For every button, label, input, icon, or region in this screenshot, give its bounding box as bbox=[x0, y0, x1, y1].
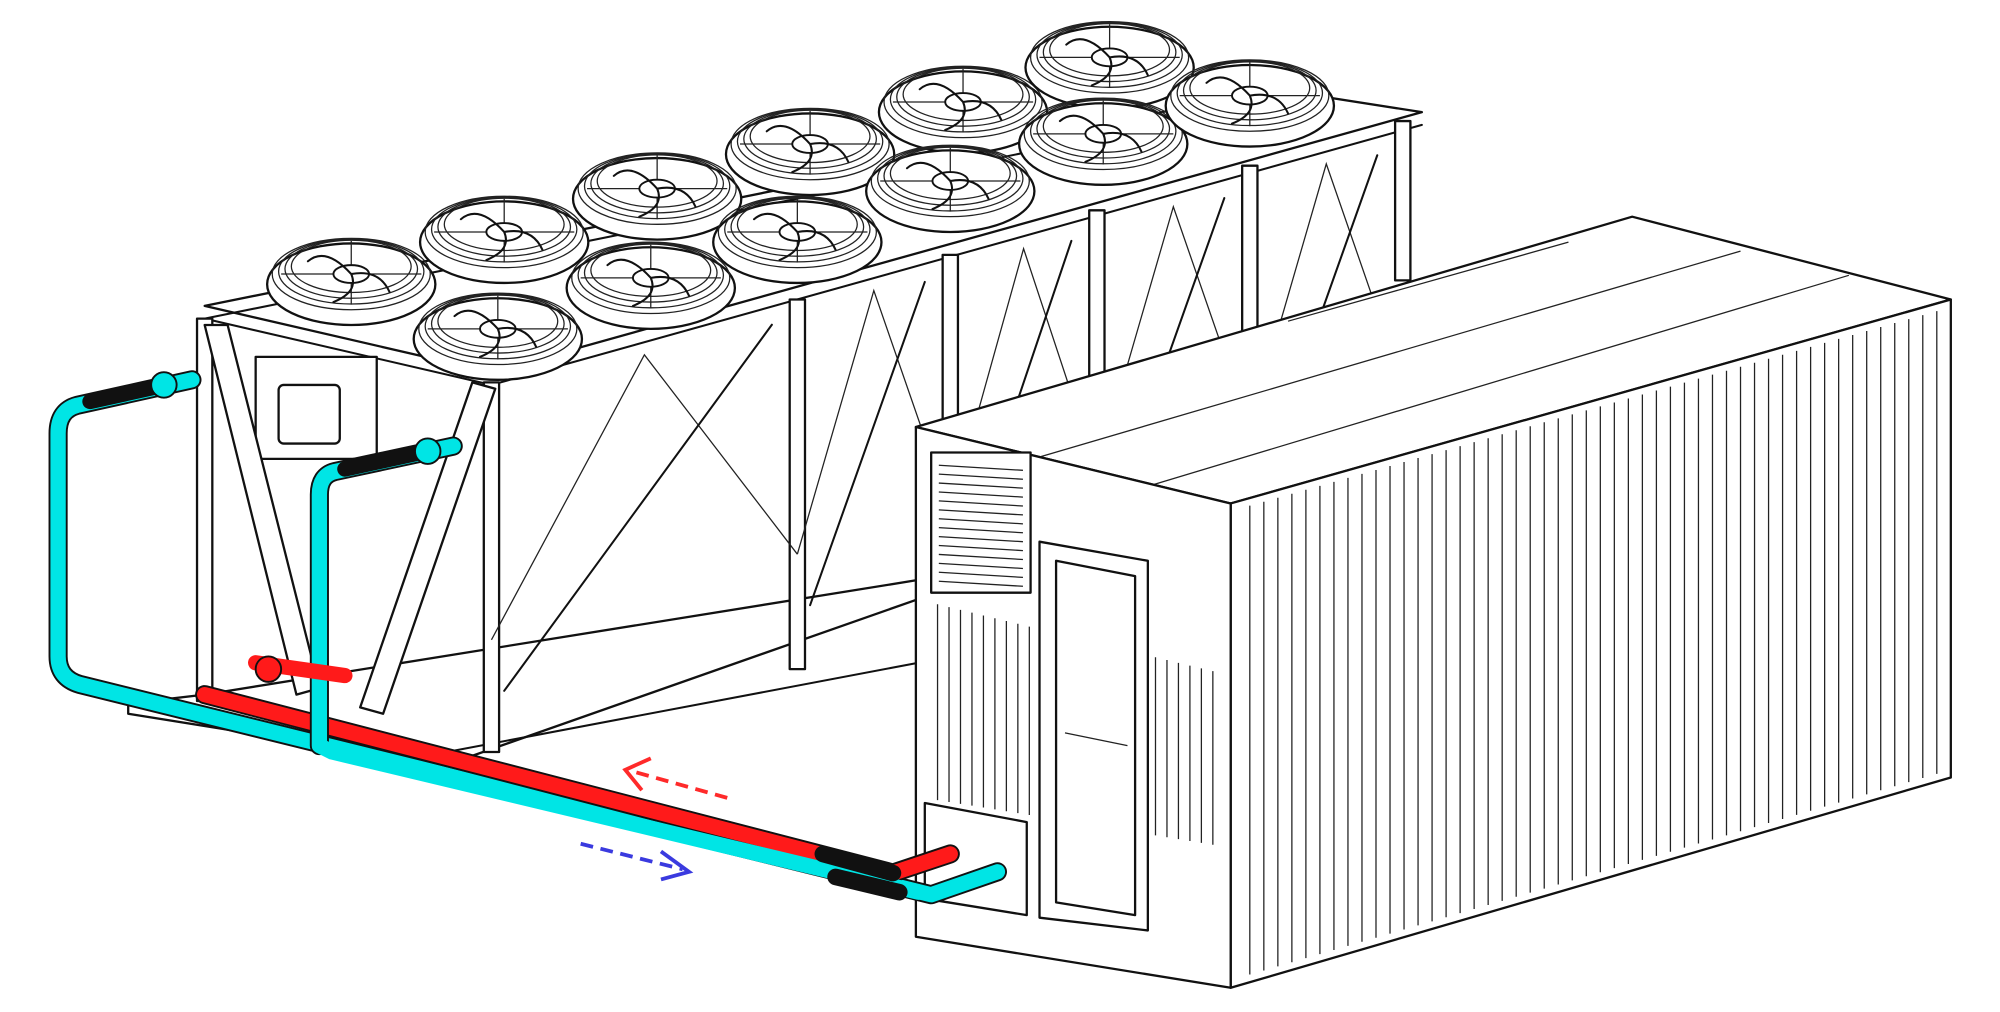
fan-icon bbox=[724, 107, 896, 197]
cooler-side-beam bbox=[203, 317, 493, 386]
louver-slat bbox=[938, 509, 1023, 516]
piping bbox=[48, 370, 1008, 905]
pipe-flange bbox=[254, 655, 283, 683]
louver-slat bbox=[938, 491, 1023, 498]
fan-icon bbox=[418, 195, 590, 285]
insulation-segment bbox=[814, 845, 902, 882]
louver-slat bbox=[938, 544, 1023, 552]
fan-icon bbox=[712, 195, 883, 285]
fan-blade bbox=[765, 124, 850, 174]
roof-seam bbox=[1287, 241, 1569, 322]
door-panel-divider bbox=[1064, 732, 1128, 747]
fan-blade bbox=[612, 169, 697, 218]
container-door bbox=[1054, 559, 1137, 917]
fan-blade bbox=[306, 254, 391, 304]
container-unit bbox=[914, 215, 1952, 989]
louver-slat bbox=[938, 553, 1023, 561]
louver-slat bbox=[938, 535, 1023, 543]
fan-guard-ring bbox=[571, 241, 731, 315]
fan-blade bbox=[752, 212, 837, 262]
fan-icon bbox=[865, 144, 1036, 234]
container-louver bbox=[930, 451, 1032, 594]
fan-blade bbox=[453, 309, 538, 358]
supply-flow-arrow bbox=[580, 841, 684, 872]
fan-blade bbox=[459, 212, 544, 262]
cooler-end-v-frame-2 bbox=[359, 381, 497, 715]
insulation-segment bbox=[337, 446, 423, 477]
louver-slat bbox=[938, 562, 1023, 570]
fan-icon bbox=[877, 65, 1049, 155]
louver-slats bbox=[938, 464, 1023, 587]
fan-icon bbox=[1024, 21, 1195, 110]
supply-flow-arrowhead bbox=[659, 849, 694, 882]
coil-edge bbox=[809, 280, 926, 607]
cooler-base-line bbox=[445, 661, 920, 754]
louver-slat bbox=[938, 464, 1023, 471]
fan-blade bbox=[1205, 76, 1290, 125]
fan-blade bbox=[1058, 114, 1143, 163]
louver-slat bbox=[938, 500, 1023, 507]
arrow-left-icon bbox=[622, 756, 728, 800]
louver-slat bbox=[938, 473, 1023, 480]
cooler-leg bbox=[1393, 119, 1412, 282]
roof-seam bbox=[1154, 274, 1850, 485]
fan-blade bbox=[1065, 38, 1149, 87]
dry-cooler-unit bbox=[127, 21, 1424, 766]
louver-slat bbox=[938, 527, 1023, 534]
fan-blade bbox=[918, 82, 1003, 132]
fan-array bbox=[265, 21, 1336, 381]
coil-edge bbox=[503, 323, 773, 692]
insulation-segment bbox=[827, 868, 908, 901]
fan-icon bbox=[1164, 59, 1336, 148]
louver-slat bbox=[938, 518, 1023, 525]
cooler-leg bbox=[788, 298, 807, 671]
return-flow-arrow bbox=[631, 769, 728, 800]
fan-blade bbox=[905, 161, 990, 211]
supply-pipe bbox=[50, 372, 1006, 903]
insulation-segment bbox=[82, 379, 162, 410]
supply-riser bbox=[311, 438, 927, 900]
arrow-right-icon bbox=[580, 841, 694, 882]
fan-icon bbox=[1017, 97, 1189, 186]
fan-icon bbox=[571, 152, 743, 241]
cooler-leg bbox=[482, 381, 501, 754]
fan-icon bbox=[565, 241, 737, 330]
return-flow-arrowhead bbox=[622, 756, 652, 792]
fan-icon bbox=[412, 292, 584, 381]
pipe-flange bbox=[150, 371, 178, 399]
louver-slat bbox=[938, 571, 1023, 579]
pipe-flange bbox=[414, 437, 442, 465]
roof-seam bbox=[1032, 250, 1741, 460]
v-panel-brace bbox=[490, 353, 798, 641]
louver-slat bbox=[938, 580, 1023, 587]
fan-guard-ring bbox=[577, 152, 737, 225]
fan-icon bbox=[265, 237, 437, 327]
louver-slat bbox=[938, 482, 1023, 489]
control-panel-window bbox=[277, 383, 341, 445]
fan-blade bbox=[606, 258, 691, 307]
container-corrugation bbox=[1249, 311, 1938, 975]
